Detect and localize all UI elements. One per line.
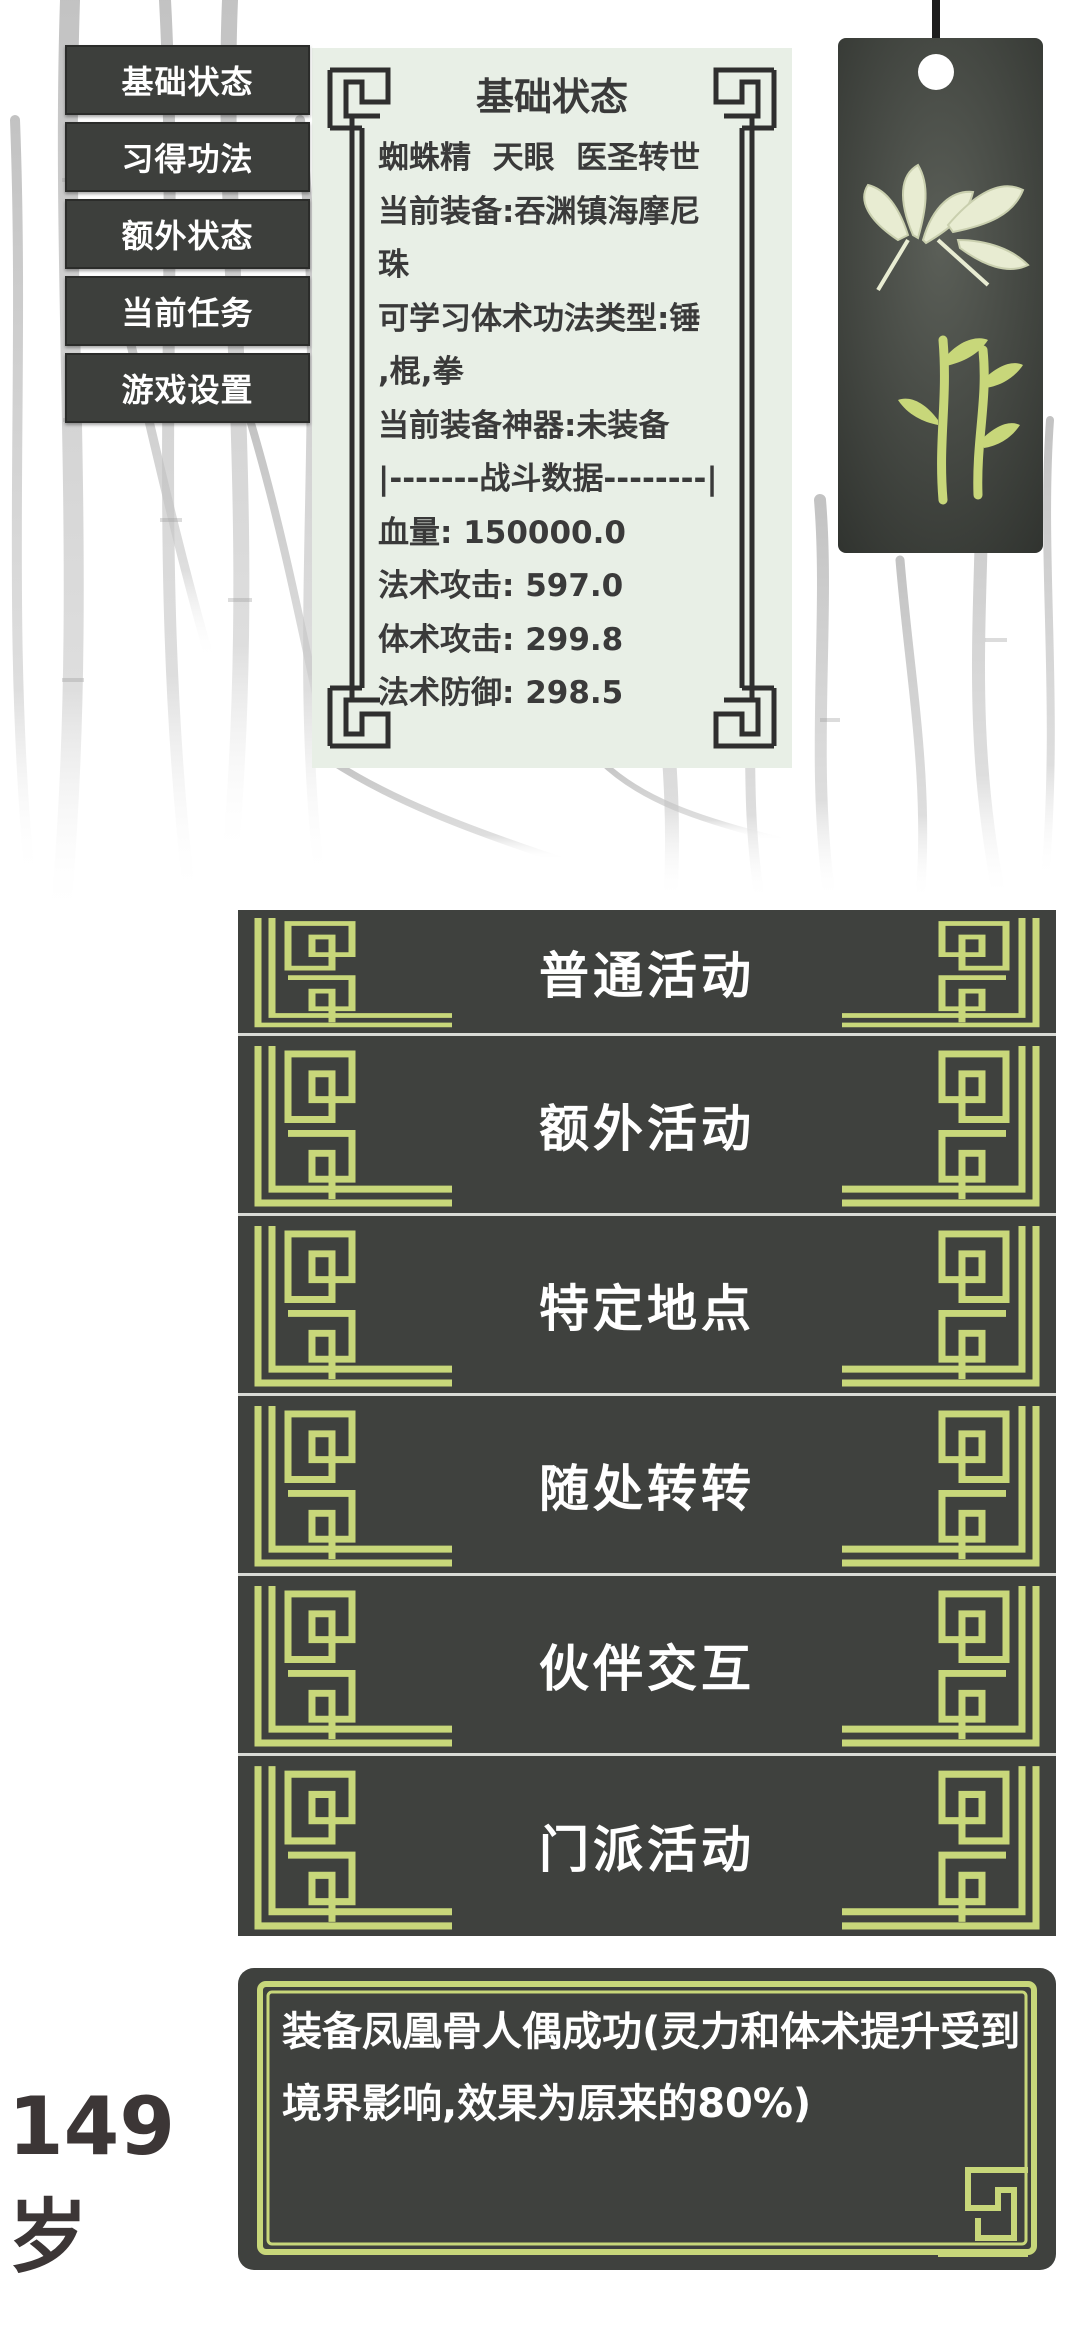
activity-list: 普通活动 额外活动 xyxy=(238,910,1056,1936)
menu-extra-status-button[interactable]: 额外状态 xyxy=(65,199,310,269)
status-line-traits: 蜘蛛精 天眼 医圣转世 xyxy=(378,140,701,176)
notice-box: 装备凤凰骨人偶成功(灵力和体术提升受到境界影响,效果为原来的80%) xyxy=(238,1968,1056,2270)
status-line-spell-defense: 法术防御: 298.5 xyxy=(378,675,624,711)
menu-game-settings-button[interactable]: 游戏设置 xyxy=(65,353,310,423)
notice-frame-ornament xyxy=(257,1981,1037,2257)
activity-normal-button[interactable]: 普通活动 xyxy=(238,910,1056,1036)
status-lines: 蜘蛛精 天眼 医圣转世 当前装备:吞渊镇海摩尼 珠 可学习体术功法类型:锤 ,棍… xyxy=(378,132,772,721)
status-line-equipment-cont: 珠 xyxy=(378,247,409,283)
activity-extra-button[interactable]: 额外活动 xyxy=(238,1036,1056,1216)
activity-sect-label: 门派活动 xyxy=(539,1821,755,1879)
menu-current-quest-button[interactable]: 当前任务 xyxy=(65,276,310,346)
activity-wander-label: 随处转转 xyxy=(539,1459,755,1518)
activity-location-label: 特定地点 xyxy=(539,1279,755,1338)
menu-learned-skills-button[interactable]: 习得功法 xyxy=(65,122,310,192)
status-line-equipment: 当前装备:吞渊镇海摩尼 xyxy=(378,193,701,230)
bookmark-decoration xyxy=(838,0,1043,553)
status-line-body-attack: 体术攻击: 299.8 xyxy=(378,621,624,658)
character-age: 149岁 xyxy=(8,2080,175,2284)
side-menu: 基础状态 习得功法 额外状态 当前任务 游戏设置 xyxy=(65,45,310,430)
status-panel-title: 基础状态 xyxy=(475,75,628,119)
menu-basic-status-button[interactable]: 基础状态 xyxy=(65,45,310,115)
activity-companion-label: 伙伴交互 xyxy=(539,1639,755,1698)
activity-sect-button[interactable]: 门派活动 xyxy=(238,1756,1056,1936)
status-line-combat-divider: |-------战斗数据--------| xyxy=(378,461,718,497)
status-panel: 基础状态 蜘蛛精 天眼 医圣转世 当前装备:吞渊镇海摩尼 珠 可学习体术功法类型… xyxy=(312,48,792,768)
knot-ornament-icon xyxy=(842,1225,1040,1387)
activity-companion-button[interactable]: 伙伴交互 xyxy=(238,1576,1056,1756)
status-line-skill-types: 可学习体术功法类型:锤 xyxy=(378,300,701,337)
knot-ornament-icon xyxy=(842,1045,1040,1207)
status-line-skill-types-cont: ,棍,拳 xyxy=(378,354,464,390)
knot-ornament-icon xyxy=(254,1405,452,1567)
activity-location-button[interactable]: 特定地点 xyxy=(238,1216,1056,1396)
knot-ornament-icon xyxy=(254,1585,452,1747)
status-line-hp: 血量: 150000.0 xyxy=(378,514,626,551)
knot-ornament-icon xyxy=(254,918,452,1028)
knot-ornament-icon xyxy=(842,1585,1040,1747)
knot-ornament-icon xyxy=(254,1766,452,1930)
knot-ornament-icon xyxy=(254,1225,452,1387)
activity-extra-label: 额外活动 xyxy=(539,1099,755,1158)
status-line-artifact: 当前装备神器:未装备 xyxy=(378,407,670,444)
knot-ornament-icon xyxy=(254,1045,452,1207)
notice-message: 装备凤凰骨人偶成功(灵力和体术提升受到境界影响,效果为原来的80%) xyxy=(282,2009,1021,2127)
panel-frame-ornament xyxy=(327,67,777,749)
activity-normal-label: 普通活动 xyxy=(539,946,755,1005)
knot-ornament-icon xyxy=(842,918,1040,1028)
knot-ornament-icon xyxy=(842,1405,1040,1567)
activity-wander-button[interactable]: 随处转转 xyxy=(238,1396,1056,1576)
knot-ornament-icon xyxy=(842,1766,1040,1930)
status-line-spell-attack: 法术攻击: 597.0 xyxy=(378,568,624,604)
